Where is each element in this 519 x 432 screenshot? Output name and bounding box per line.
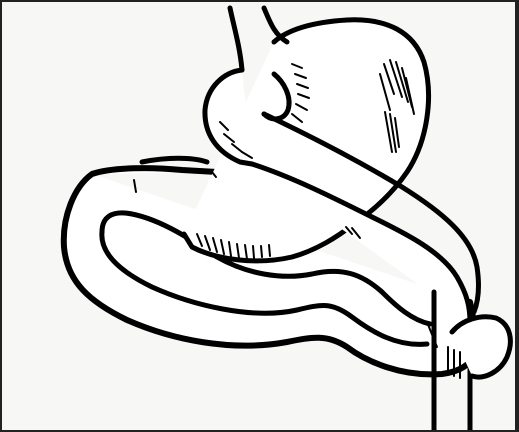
stomach-bowel-diagram (2, 2, 517, 432)
figure-frame (0, 0, 519, 432)
